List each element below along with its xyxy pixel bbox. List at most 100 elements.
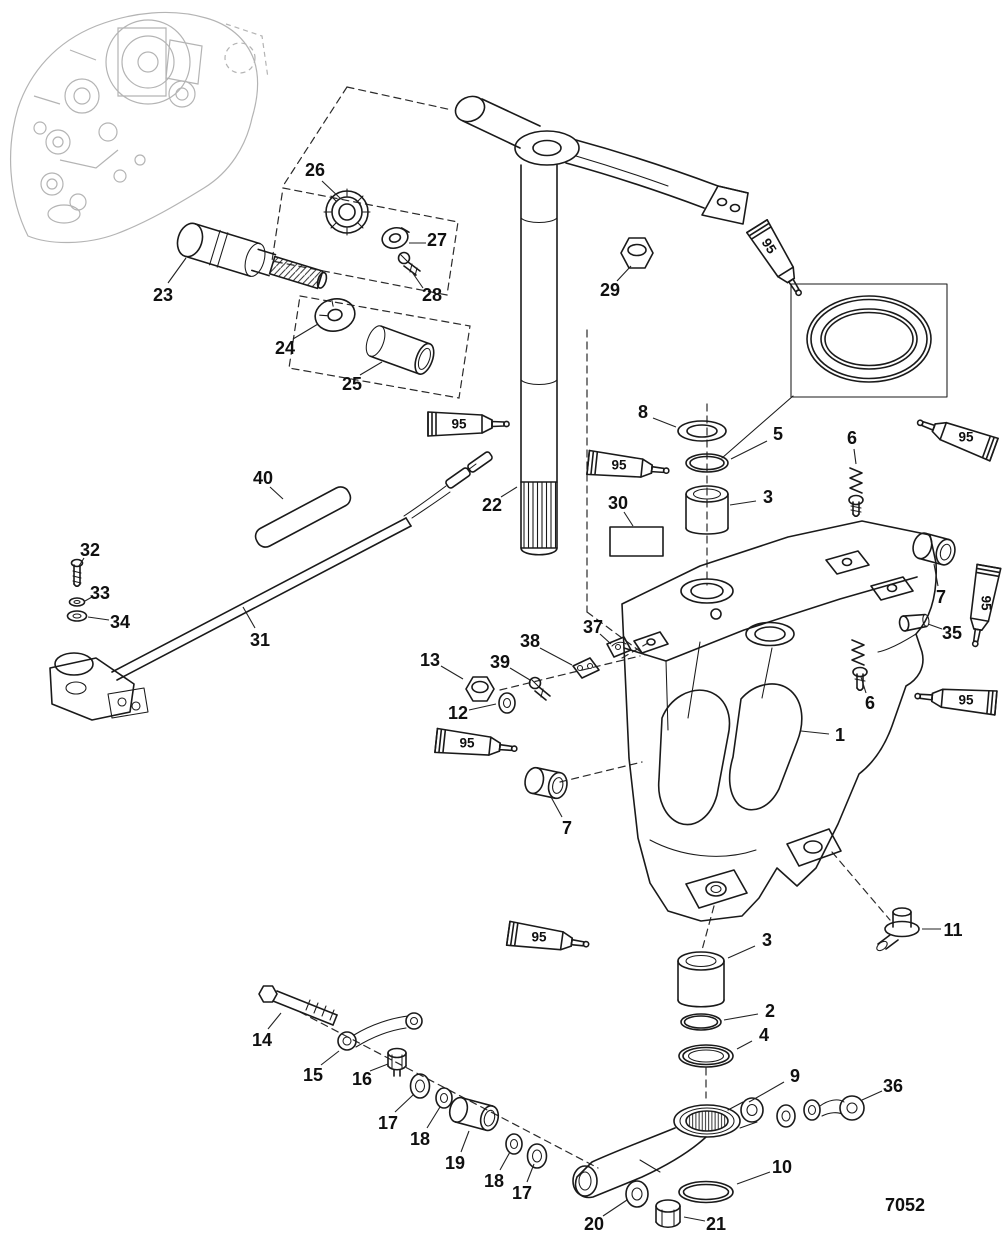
callout-20-washer: 20 bbox=[584, 1214, 604, 1234]
callout-17-washer-a: 17 bbox=[378, 1113, 398, 1133]
callout-95-tube-bushing-lower: 95 bbox=[531, 930, 547, 945]
callout-95-tube-shaft: 95 bbox=[451, 417, 467, 432]
powerhead-ghost bbox=[9, 11, 269, 244]
callout-13-nut: 13 bbox=[420, 650, 440, 670]
callout-95-tube-right-lower: 95 bbox=[958, 693, 974, 708]
callout-40-spring: 40 bbox=[253, 468, 273, 488]
leader-14-bolt bbox=[267, 1012, 282, 1030]
washer-8 bbox=[677, 420, 727, 442]
callout-31-link-rod: 31 bbox=[250, 630, 270, 650]
leader-28-screw bbox=[411, 271, 424, 289]
leader-34-washer bbox=[87, 616, 110, 621]
callout-95-tube-bushing-upper: 95 bbox=[611, 458, 627, 473]
callout-2-oring: 2 bbox=[765, 1001, 775, 1021]
leader-3-bushing-upper bbox=[729, 500, 757, 506]
callout-7-bushing-right: 7 bbox=[936, 587, 946, 607]
callout-16-plug: 16 bbox=[352, 1069, 372, 1089]
leader-40-spring bbox=[269, 486, 284, 500]
leader-36-ground-strap bbox=[861, 1090, 883, 1101]
leader-38-bracket bbox=[539, 647, 573, 666]
screw-39 bbox=[528, 676, 551, 701]
callout-8-washer: 8 bbox=[638, 402, 648, 422]
leader-7-bushing-right bbox=[933, 563, 939, 587]
nut-21 bbox=[655, 1199, 681, 1229]
callout-35-bolt: 35 bbox=[942, 623, 962, 643]
callout-7-bushing-center: 7 bbox=[562, 818, 572, 838]
link-assembly-23 bbox=[176, 222, 328, 290]
washer-34 bbox=[66, 610, 88, 622]
leader-10-oring bbox=[736, 1171, 771, 1185]
washer-12 bbox=[498, 692, 516, 714]
bushing-3-upper bbox=[685, 485, 729, 535]
oring-5 bbox=[685, 453, 729, 473]
bolt-35 bbox=[898, 613, 930, 632]
nut-13 bbox=[465, 676, 495, 702]
diagram-number: 7052 bbox=[885, 1195, 925, 1215]
leader-4-ring bbox=[736, 1040, 753, 1050]
bushing-3-lower bbox=[677, 951, 725, 1008]
callout-24-washer: 24 bbox=[275, 338, 295, 358]
callout-21-nut: 21 bbox=[706, 1214, 726, 1234]
leader-17-washer-a bbox=[394, 1094, 414, 1113]
bolt-11 bbox=[876, 907, 920, 952]
callout-17-washer-b: 17 bbox=[512, 1183, 532, 1203]
leader-32-screw bbox=[78, 557, 85, 567]
leader-7-bushing-center bbox=[550, 796, 563, 818]
leader-3-bushing-lower bbox=[727, 945, 756, 959]
swivel-bracket-1 bbox=[621, 520, 938, 922]
washer-18b bbox=[505, 1133, 523, 1155]
callout-95-tube-right-vertical: 95 bbox=[979, 595, 994, 611]
callout-11-bolt: 11 bbox=[943, 920, 962, 940]
link-rod-31 bbox=[49, 451, 493, 721]
callout-1-swivel-bracket: 1 bbox=[835, 725, 845, 745]
tab-washer-26 bbox=[323, 188, 371, 236]
callout-30-decal: 30 bbox=[608, 493, 628, 513]
leader-30-decal bbox=[623, 511, 634, 527]
oring-10 bbox=[678, 1180, 734, 1204]
callout-22-swivel-shaft: 22 bbox=[482, 495, 502, 515]
callout-18-washer-b: 18 bbox=[484, 1171, 504, 1191]
leader-39-screw bbox=[509, 667, 531, 681]
decal-30 bbox=[609, 526, 664, 557]
callout-95-tube-bushing-center: 95 bbox=[459, 736, 475, 751]
leader-35-bolt bbox=[927, 623, 943, 630]
leader-5-oring bbox=[730, 440, 768, 460]
callout-28-screw: 28 bbox=[422, 285, 442, 305]
leader-23-steering-link bbox=[167, 257, 187, 284]
plug-16 bbox=[387, 1047, 407, 1077]
callout-95-tube-right-upper: 95 bbox=[958, 430, 974, 445]
bushing-19 bbox=[448, 1096, 500, 1132]
leader-15-ground-strap bbox=[320, 1050, 340, 1066]
bolt-14 bbox=[258, 985, 338, 1026]
callout-4-ring: 4 bbox=[759, 1025, 769, 1045]
leader-33-washer bbox=[84, 596, 93, 602]
ground-strap-36 bbox=[776, 1095, 865, 1128]
callout-14-bolt: 14 bbox=[252, 1030, 272, 1050]
leader-16-plug bbox=[369, 1063, 389, 1072]
leader-25-bushing bbox=[359, 361, 383, 376]
oring-2 bbox=[680, 1013, 722, 1031]
callout-29-nut: 29 bbox=[600, 280, 620, 300]
screw-6-upper bbox=[848, 467, 864, 518]
spring-40 bbox=[254, 486, 352, 548]
callout-32-screw: 32 bbox=[80, 540, 100, 560]
callout-15-ground-strap: 15 bbox=[303, 1065, 323, 1085]
callout-26-tab-washer: 26 bbox=[305, 160, 325, 180]
callout-37-clip: 37 bbox=[583, 617, 603, 637]
ring-4 bbox=[678, 1044, 734, 1068]
leader-19-bushing bbox=[460, 1130, 470, 1153]
leader-9-steering-arm bbox=[748, 1081, 785, 1103]
leader-24-washer bbox=[292, 323, 319, 340]
leader-31-link-rod bbox=[242, 606, 256, 629]
callout-34-washer: 34 bbox=[110, 612, 130, 632]
callout-39-screw: 39 bbox=[490, 652, 510, 672]
leader-8-washer bbox=[652, 417, 677, 428]
bushing-7-right bbox=[912, 532, 956, 566]
callout-95-tube-oring: 95 bbox=[759, 236, 780, 257]
leader-18-washer-b bbox=[499, 1151, 511, 1171]
screw-32 bbox=[70, 558, 84, 588]
leader-17-washer-b bbox=[526, 1163, 535, 1183]
washer-20 bbox=[625, 1180, 649, 1208]
